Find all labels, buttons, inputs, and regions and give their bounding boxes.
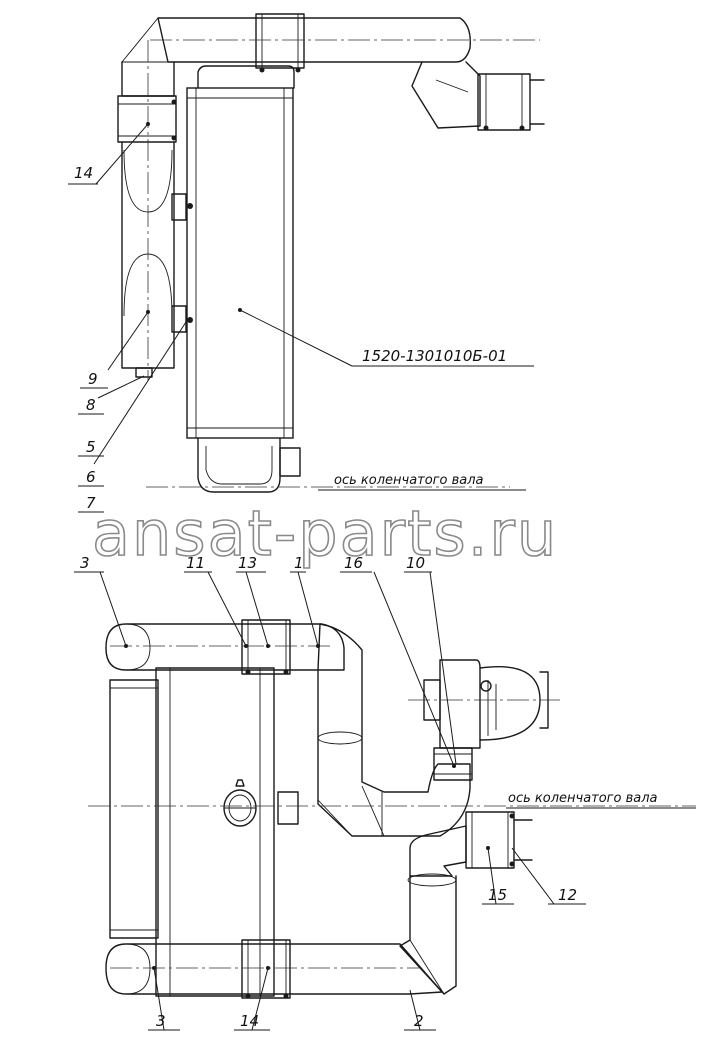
crankshaft-axis-label-top: ось коленчатого вала [334, 473, 484, 488]
assembly-number-label: 1520-1301010Б-01 [362, 347, 507, 365]
left-clamp [117, 95, 177, 143]
callout-5: 5 [86, 438, 96, 456]
callout-6: 6 [86, 468, 96, 486]
callout-12: 12 [558, 886, 577, 904]
lower-bottom-clamp [241, 939, 291, 999]
callout-7: 7 [86, 494, 96, 512]
upper-pipe [157, 17, 471, 63]
callout-3-top: 3 [80, 554, 90, 572]
lower-view [74, 571, 696, 1031]
callout-1: 1 [294, 554, 304, 572]
callout-11: 11 [186, 554, 205, 572]
watermark-text: ansat-parts.ru [92, 497, 558, 570]
callout-16: 16 [344, 554, 363, 572]
callout-2: 2 [414, 1012, 424, 1030]
callout-3-bottom: 3 [156, 1012, 166, 1030]
upper-view [68, 13, 545, 513]
callout-14-upper: 14 [74, 164, 93, 182]
callout-10: 10 [406, 554, 425, 572]
lower-top-clamp [241, 619, 291, 675]
outlet-clamp [465, 811, 515, 869]
lower-radiator [155, 667, 275, 997]
upper-clamp [255, 13, 305, 69]
callout-9: 9 [88, 370, 98, 388]
radiator-core [186, 87, 294, 439]
callout-13: 13 [238, 554, 257, 572]
callout-14-bottom: 14 [240, 1012, 259, 1030]
crankshaft-axis-label-bottom: ось коленчатого вала [508, 791, 658, 806]
callout-8: 8 [86, 396, 96, 414]
callout-15: 15 [488, 886, 507, 904]
lower-top-pipe [105, 623, 345, 671]
